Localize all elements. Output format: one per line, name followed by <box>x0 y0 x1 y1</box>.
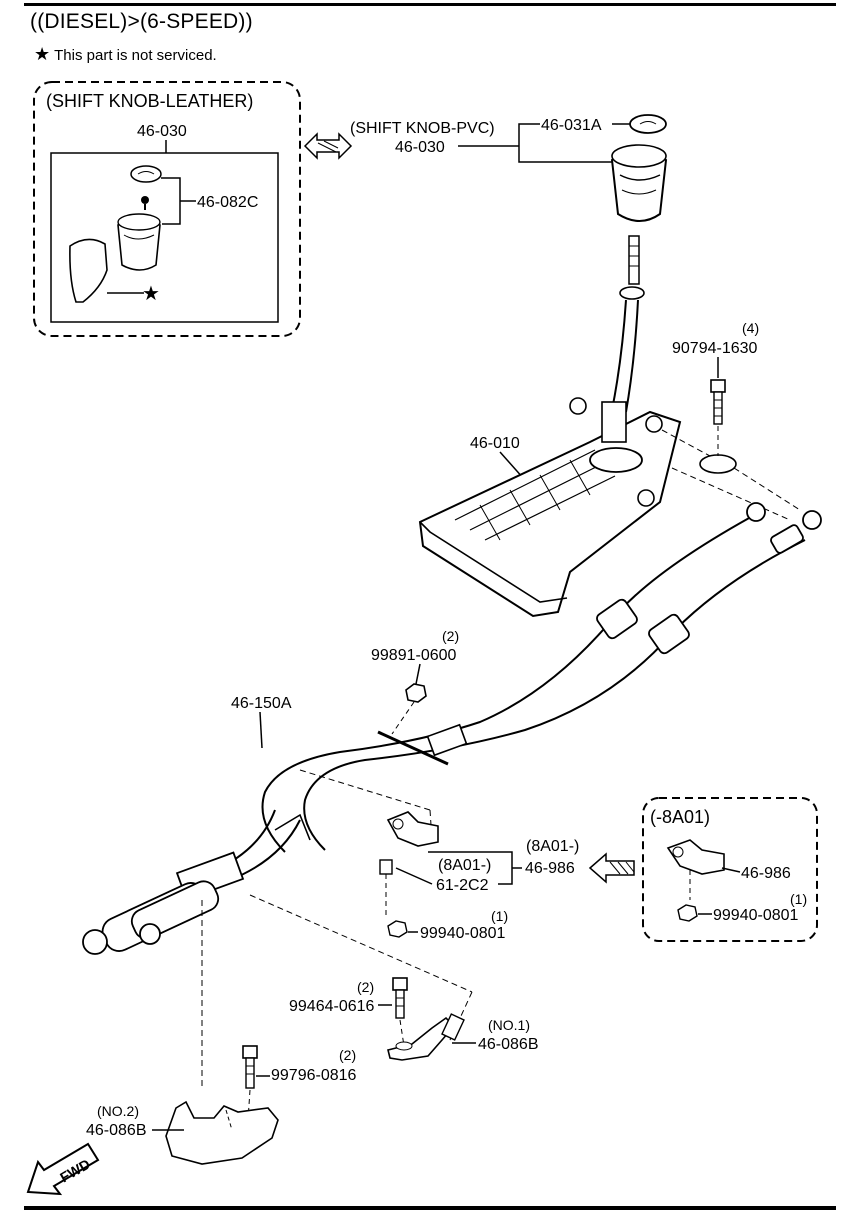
no2-bracket-part-label: 46-086B <box>86 1122 147 1139</box>
leather-knob-part-label: 46-030 <box>137 123 187 140</box>
nut-icon <box>405 683 427 703</box>
not-serviced-note: ★This part is not serviced. <box>34 44 217 65</box>
knob-cap-icon <box>130 165 162 183</box>
shift-lever-assembly: 46-010 <box>418 235 801 618</box>
pvc-knob-part-label: 46-030 <box>395 139 445 156</box>
shift-cable-assembly: 46-150A <box>82 502 822 1090</box>
star-icon: ★ <box>34 44 51 64</box>
page-title: ((DIESEL)>(6-SPEED)) <box>30 10 253 33</box>
bracket-part-b-label: 61-2C2 <box>436 877 489 894</box>
no2-bracket-icon <box>165 1100 279 1165</box>
leather-inset-heading: (SHIFT KNOB-LEATHER) <box>46 91 253 111</box>
pvc-cap-icon <box>629 114 667 134</box>
mid-nut-icon <box>387 920 408 938</box>
clip-icon <box>379 859 393 875</box>
reference-arrow-icon <box>588 852 635 884</box>
shift-lever-part-label: 46-010 <box>470 435 520 452</box>
no2-bracket-tag: (NO.2) <box>97 1103 139 1119</box>
inset-bracket-part-label: 46-986 <box>741 865 791 882</box>
leather-boot-icon <box>69 238 108 303</box>
no1-bolt-qty: (2) <box>357 979 374 995</box>
lever-bolt-part-label: 90794-1630 <box>672 340 758 357</box>
leather-knob-inset: (SHIFT KNOB-LEATHER) 46-030 46-082C ★ <box>33 81 301 337</box>
cable-part-label: 46-150A <box>231 695 292 712</box>
mid-nut-part-label: 99940-0801 <box>420 925 506 942</box>
lever-threaded-tip <box>628 235 640 285</box>
leather-knob-box <box>50 152 279 323</box>
pvc-knob-heading: (SHIFT KNOB-PVC) <box>350 120 495 137</box>
bottom-rule <box>24 1206 836 1210</box>
mid-nut-qty: (1) <box>491 908 508 924</box>
pre-8a01-heading: (-8A01) <box>650 807 710 827</box>
cable-nut-part-label: 99891-0600 <box>371 647 457 664</box>
bracket-cond-a: (8A01-) <box>526 838 579 855</box>
cable-nut-group: (2) 99891-0600 <box>371 628 459 735</box>
no2-bolt-qty: (2) <box>339 1047 356 1063</box>
no1-bracket-group: (2) 99464-0616 (NO.1) 46-086B <box>289 977 539 1061</box>
boot-star-icon: ★ <box>142 283 160 305</box>
mount-hole <box>699 454 737 474</box>
pvc-knob-group: (SHIFT KNOB-PVC) 46-030 46-031A <box>350 114 668 222</box>
pvc-cap-part-label: 46-031A <box>541 117 602 134</box>
bracket-part-a-label: 46-986 <box>525 860 575 877</box>
lever-bolt-group: (4) 90794-1630 <box>672 320 759 456</box>
bracket-cond-b: (8A01-) <box>438 857 491 874</box>
no1-bolt-part-label: 99464-0616 <box>289 998 375 1015</box>
no1-bracket-tag: (NO.1) <box>488 1017 530 1033</box>
pre-8a01-inset: (-8A01) 46-986 (1) 99940-0801 <box>642 797 818 942</box>
bolt-icon <box>710 379 726 393</box>
cap-screw-icon <box>141 196 149 204</box>
note-text: This part is not serviced. <box>54 47 217 64</box>
inset-nut-qty: (1) <box>790 891 807 907</box>
no1-bracket-icon <box>387 1016 456 1061</box>
no2-bracket-group: (2) 99796-0816 (NO.2) 46-086B <box>86 1045 357 1165</box>
bracket-icon <box>386 811 439 847</box>
cable-nut-qty: (2) <box>442 628 459 644</box>
fwd-arrow-icon: FWD <box>26 1142 100 1196</box>
no1-bracket-part-label: 46-086B <box>478 1036 539 1053</box>
no2-bolt-part-label: 99796-0816 <box>271 1067 357 1084</box>
no2-bolt-icon <box>242 1045 258 1059</box>
alternative-arrow-icon <box>303 132 353 160</box>
inset-nut-part-label: 99940-0801 <box>713 907 799 924</box>
inset-nut-icon <box>677 904 698 922</box>
shift-lever-base <box>418 410 682 618</box>
cable-bracket-group: (8A01-) 46-986 (8A01-) 61-2C2 (1) 99940-… <box>379 811 579 942</box>
top-rule <box>24 3 836 6</box>
leather-cap-part-label: 46-082C <box>197 194 258 211</box>
no1-bolt-icon <box>392 977 408 991</box>
lever-bolt-qty: (4) <box>742 320 759 336</box>
